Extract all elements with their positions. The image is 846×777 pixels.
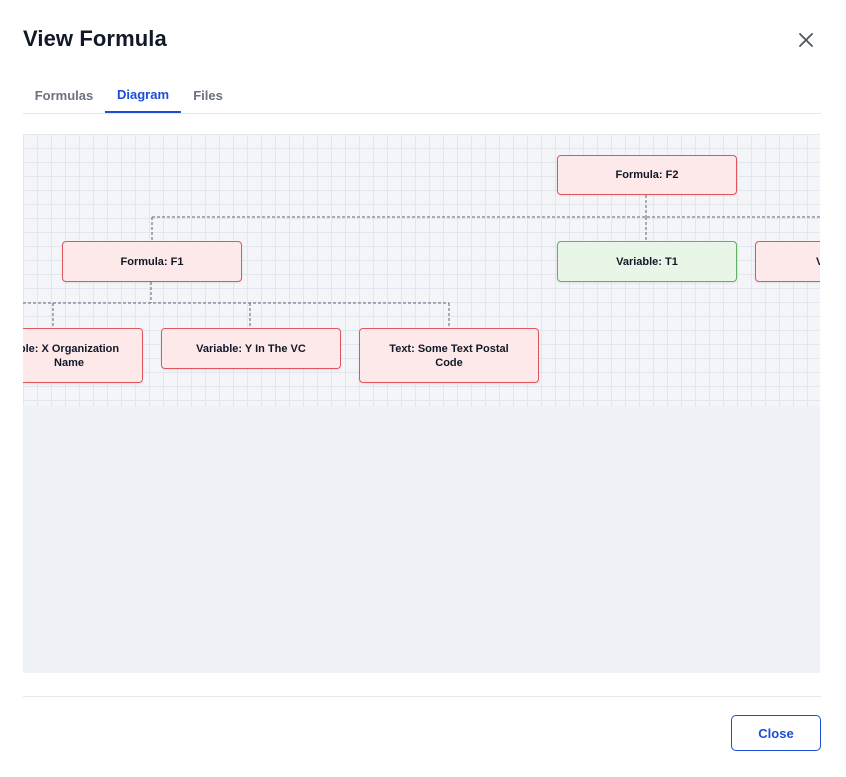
tab-formulas[interactable]: Formulas: [34, 87, 94, 103]
tab-diagram[interactable]: Diagram: [105, 78, 181, 113]
dialog-title: View Formula: [23, 26, 167, 51]
footer-divider: [23, 696, 821, 697]
tab-files[interactable]: Files: [193, 87, 223, 103]
diagram-canvas[interactable]: Formula: F2 Formula: F1 Variable: T1 V b…: [23, 134, 820, 673]
diagram-edges: [23, 195, 820, 328]
close-button[interactable]: Close: [731, 715, 821, 751]
node-formula-f2[interactable]: Formula: F2: [557, 155, 737, 195]
node-variable-y-vc[interactable]: Variable: Y In The VC: [161, 328, 341, 369]
node-variable-cut-off[interactable]: V: [755, 241, 820, 282]
close-icon[interactable]: [796, 30, 816, 50]
node-formula-f1[interactable]: Formula: F1: [62, 241, 242, 282]
node-text-postal-code[interactable]: Text: Some Text Postal Code: [359, 328, 539, 383]
tab-bar: Formulas Diagram Files: [23, 78, 821, 114]
node-variable-x-organization[interactable]: ble: X Organization Name: [23, 328, 143, 383]
node-variable-t1[interactable]: Variable: T1: [557, 241, 737, 282]
